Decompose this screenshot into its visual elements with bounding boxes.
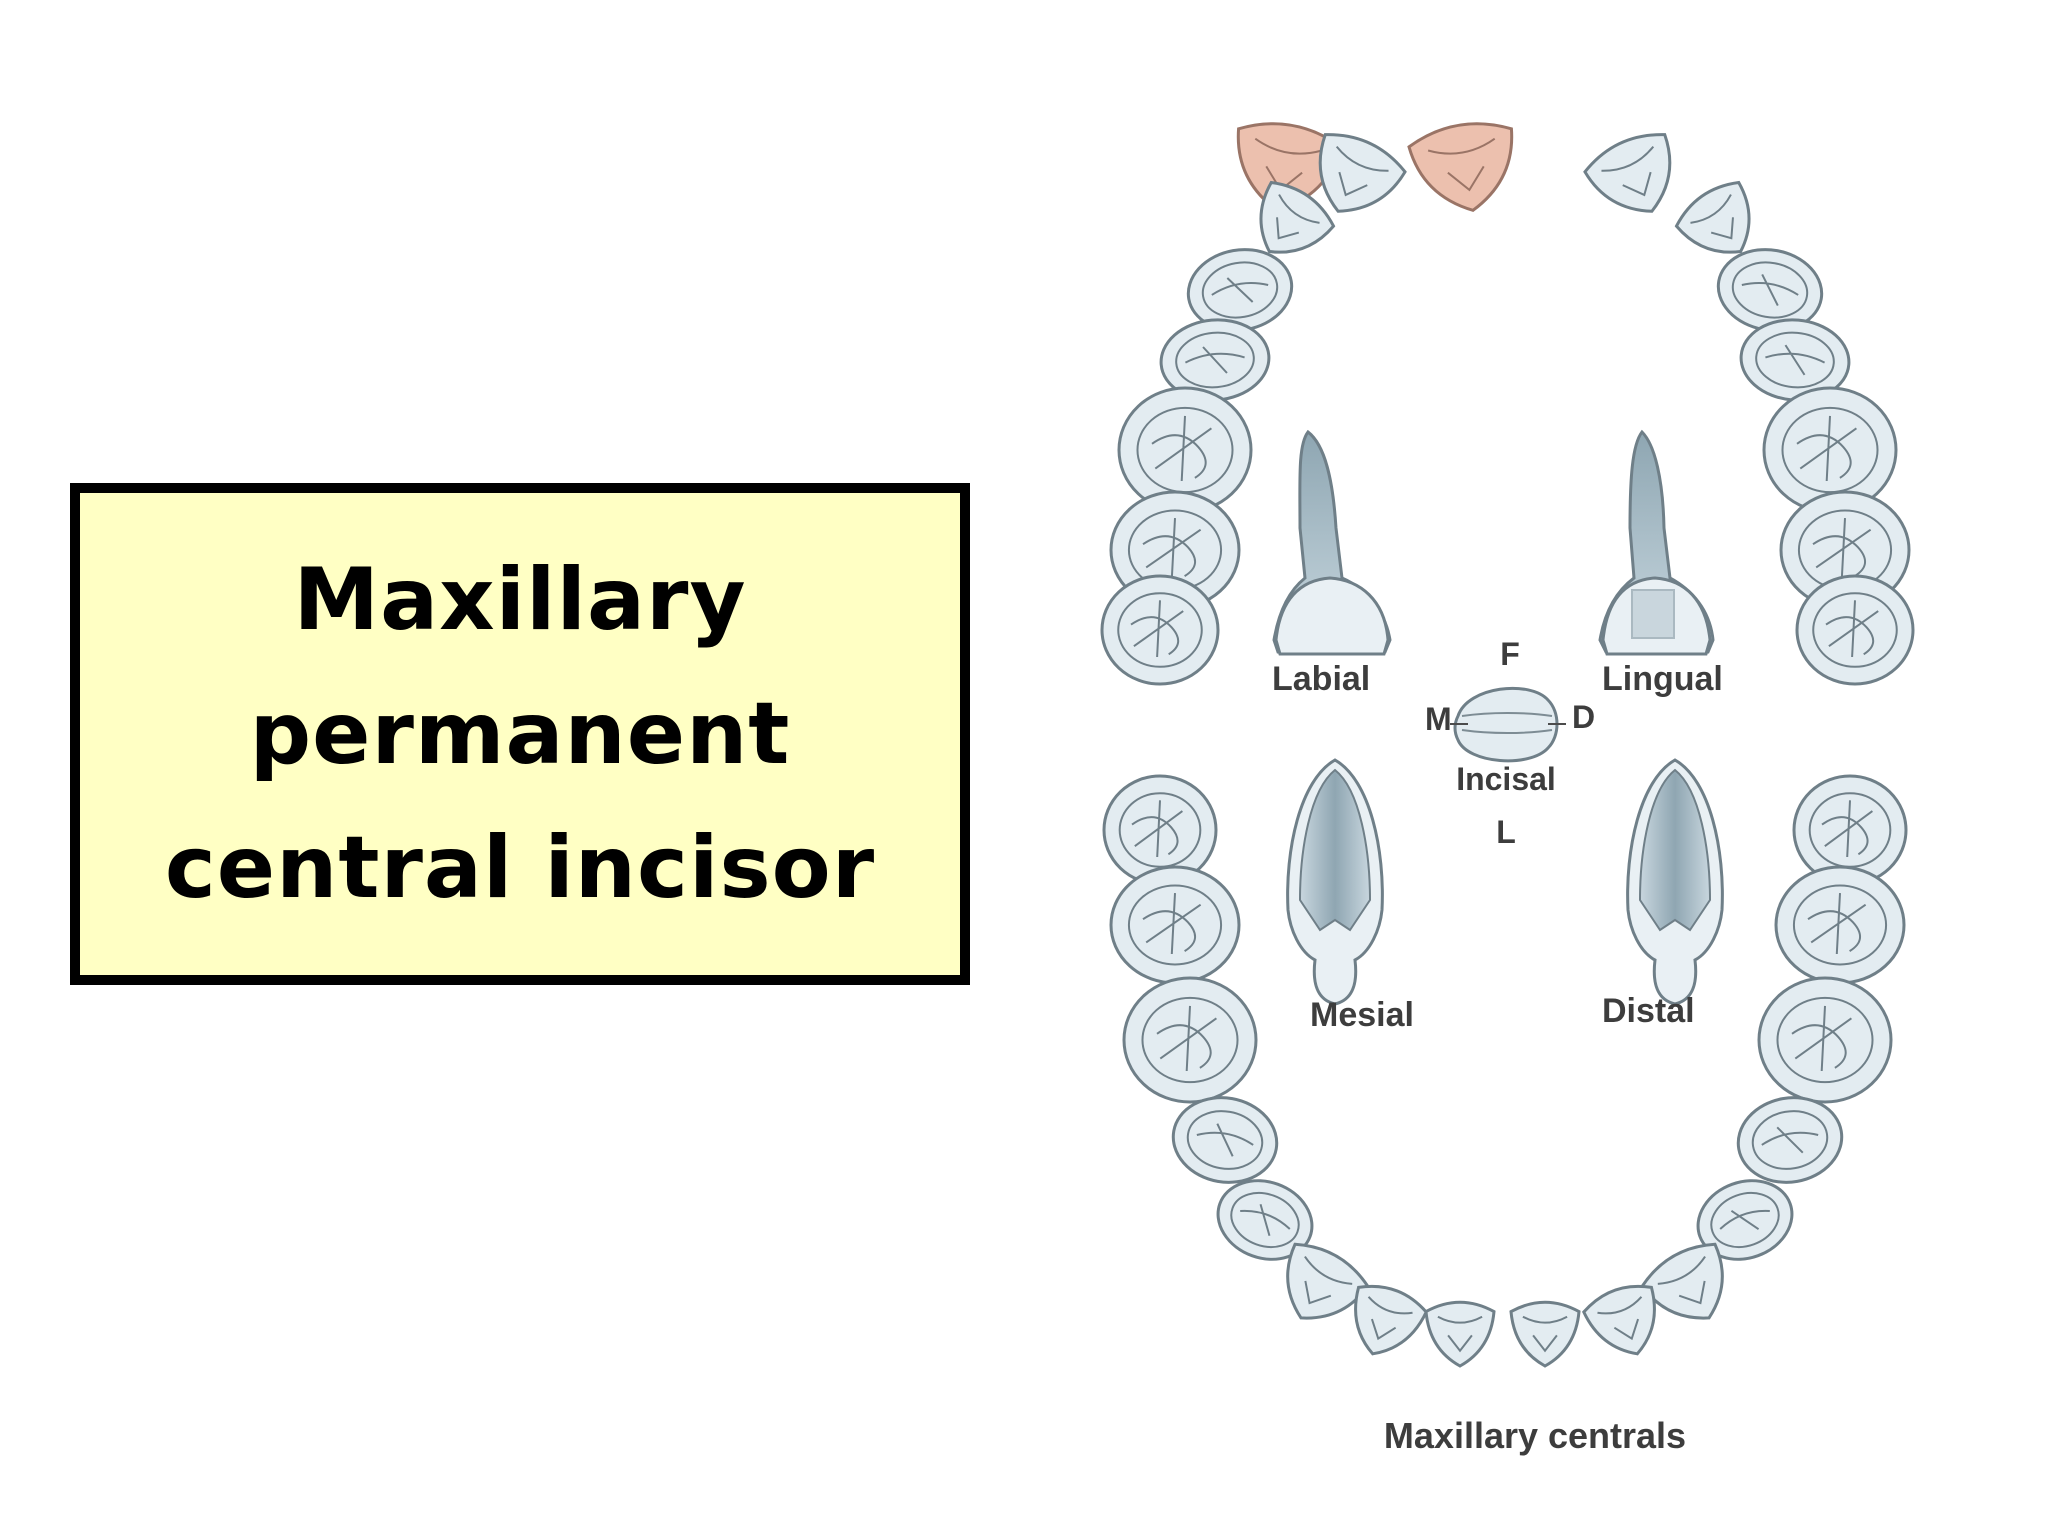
lower-central-incisor-left bbox=[1509, 1300, 1581, 1368]
diagram-caption: Maxillary centrals bbox=[1384, 1415, 1686, 1456]
upper-third-molar-right bbox=[1100, 574, 1220, 686]
upper-first-molar-right bbox=[1117, 386, 1253, 514]
labial-label: Labial bbox=[1272, 660, 1370, 698]
lower-second-premolar-right bbox=[1171, 1096, 1279, 1184]
upper-second-premolar-right bbox=[1159, 318, 1271, 402]
upper-central-incisor-left bbox=[1407, 122, 1514, 212]
mesial-view-tooth bbox=[1286, 758, 1384, 1006]
lower-first-premolar-right bbox=[1216, 1179, 1314, 1261]
mesial-label: Mesial bbox=[1310, 996, 1414, 1034]
arch-teeth bbox=[1100, 122, 1915, 1368]
title-line-2: permanent bbox=[249, 684, 791, 784]
orientation-f: F bbox=[1500, 636, 1520, 672]
orientation-m: M bbox=[1425, 701, 1452, 737]
lingual-label: Lingual bbox=[1602, 660, 1723, 698]
upper-canine-right bbox=[1259, 180, 1336, 254]
incisal-view-tooth bbox=[1450, 686, 1566, 763]
lower-second-molar-right bbox=[1109, 865, 1241, 985]
lower-central-incisor-right bbox=[1424, 1300, 1496, 1368]
upper-first-premolar-right bbox=[1186, 248, 1294, 332]
incisal-label: Incisal bbox=[1456, 761, 1556, 797]
upper-canine-left bbox=[1674, 180, 1751, 254]
upper-second-premolar-left bbox=[1739, 318, 1851, 402]
title-line-1: Maxillary bbox=[293, 550, 747, 650]
lower-lateral-incisor-left bbox=[1582, 1284, 1656, 1356]
title-line-3: central incisor bbox=[164, 818, 876, 918]
upper-lateral-incisor-right bbox=[1318, 133, 1407, 213]
lower-lateral-incisor-right bbox=[1354, 1284, 1428, 1356]
title-box: Maxillary permanent central incisor bbox=[70, 483, 970, 985]
lower-first-premolar-left bbox=[1696, 1179, 1794, 1261]
lower-canine-right bbox=[1286, 1242, 1370, 1320]
lingual-view-tooth bbox=[1598, 429, 1715, 656]
distal-label: Distal bbox=[1602, 992, 1695, 1030]
orientation-l: L bbox=[1496, 814, 1516, 850]
lower-first-molar-right bbox=[1122, 976, 1258, 1104]
distal-view-tooth bbox=[1626, 758, 1724, 1006]
lower-first-molar-left bbox=[1757, 976, 1893, 1104]
upper-lateral-incisor-left bbox=[1583, 133, 1672, 213]
upper-first-molar-left bbox=[1762, 386, 1898, 514]
lower-canine-left bbox=[1640, 1242, 1724, 1320]
upper-third-molar-left bbox=[1795, 574, 1915, 686]
lower-second-molar-left bbox=[1774, 865, 1906, 985]
orientation-d: D bbox=[1572, 699, 1595, 735]
lower-second-premolar-left bbox=[1736, 1096, 1844, 1184]
labial-view-tooth bbox=[1272, 429, 1392, 656]
